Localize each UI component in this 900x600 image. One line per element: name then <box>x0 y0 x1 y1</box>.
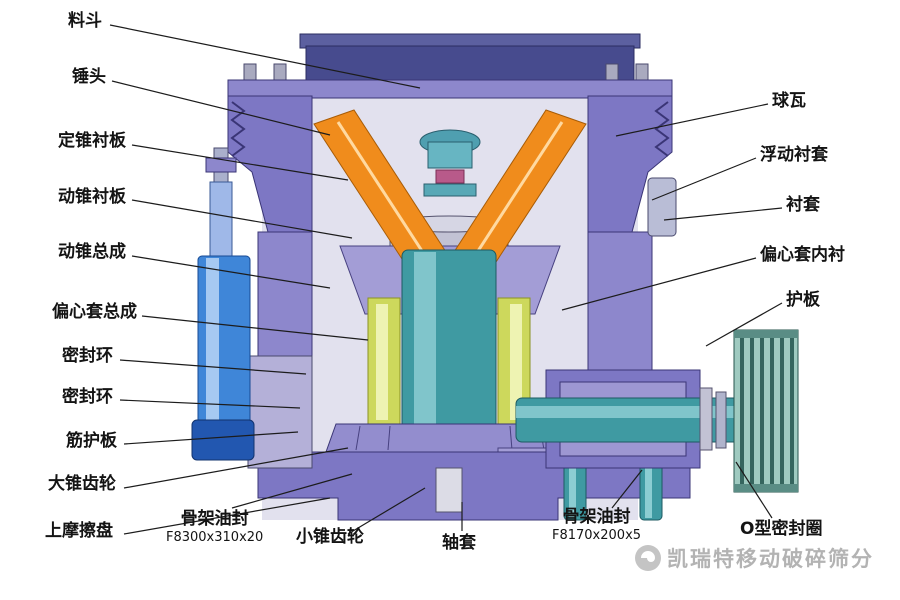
leader-line <box>119 359 307 375</box>
leader-line <box>663 207 783 221</box>
shaft-sleeve-part <box>435 467 463 513</box>
label-o-ring: O型密封圈 <box>740 519 823 539</box>
watermark-text: 凯瑞特移动破碎筛分 <box>667 547 874 571</box>
label-skeleton-oil-seal-1: 骨架油封 F8300x310x20 <box>166 509 264 545</box>
label-large-bevel-gear: 大锥齿轮 <box>48 474 116 494</box>
leader-line <box>109 24 421 89</box>
label-hammer-head: 锤头 <box>72 67 106 87</box>
label-shaft-sleeve: 轴套 <box>442 533 476 553</box>
leader-line <box>651 157 757 201</box>
pulley-part <box>733 329 799 493</box>
leader-line <box>615 103 769 137</box>
label-eccentric-inner-liner: 偏心套内衬 <box>760 245 845 265</box>
leader-line <box>131 199 353 239</box>
label-hopper: 料斗 <box>68 11 102 31</box>
label-moving-cone-liner: 动锥衬板 <box>58 187 126 207</box>
hydraulic-cylinder-part <box>191 147 255 461</box>
watermark-logo-icon <box>635 545 661 571</box>
label-rib-guard: 筋护板 <box>66 431 117 451</box>
eccentric-sleeve-part <box>367 297 531 427</box>
label-guard-plate: 护板 <box>786 290 820 310</box>
label-moving-cone-assembly: 动锥总成 <box>58 242 126 262</box>
leader-line <box>705 302 783 347</box>
hopper-part <box>299 33 641 85</box>
feed-plate-part <box>419 129 481 197</box>
bushing-part <box>647 177 677 237</box>
leader-line <box>123 447 349 489</box>
leader-line <box>611 469 643 509</box>
label-upper-friction-disc: 上摩擦盘 <box>45 521 113 541</box>
leader-lines <box>109 24 783 535</box>
leader-line <box>123 497 331 535</box>
leader-line <box>123 431 299 445</box>
leader-line <box>561 257 757 311</box>
leader-line <box>141 315 369 341</box>
label-seal-ring-1: 密封环 <box>62 346 113 366</box>
label-skeleton-oil-seal-2: 骨架油封 F8170x200x5 <box>552 507 642 543</box>
leader-line <box>131 255 331 289</box>
label-bushing: 衬套 <box>786 195 820 215</box>
leader-line <box>131 144 349 181</box>
label-ball-socket: 球瓦 <box>772 91 806 111</box>
machine-body <box>191 33 799 521</box>
leader-line <box>119 399 301 409</box>
label-fixed-cone-liner: 定锥衬板 <box>58 131 126 151</box>
leader-line <box>111 80 331 136</box>
watermark: 凯瑞特移动破碎筛分 <box>634 543 874 573</box>
leader-line <box>735 461 773 519</box>
label-floating-bushing: 浮动衬套 <box>760 145 828 165</box>
leader-line <box>347 487 426 535</box>
countershaft-part <box>515 369 743 469</box>
label-small-bevel-gear: 小锥齿轮 <box>296 527 364 547</box>
label-seal-ring-2: 密封环 <box>62 387 113 407</box>
label-eccentric-sleeve-assembly: 偏心套总成 <box>52 302 137 322</box>
leader-line <box>231 473 353 509</box>
